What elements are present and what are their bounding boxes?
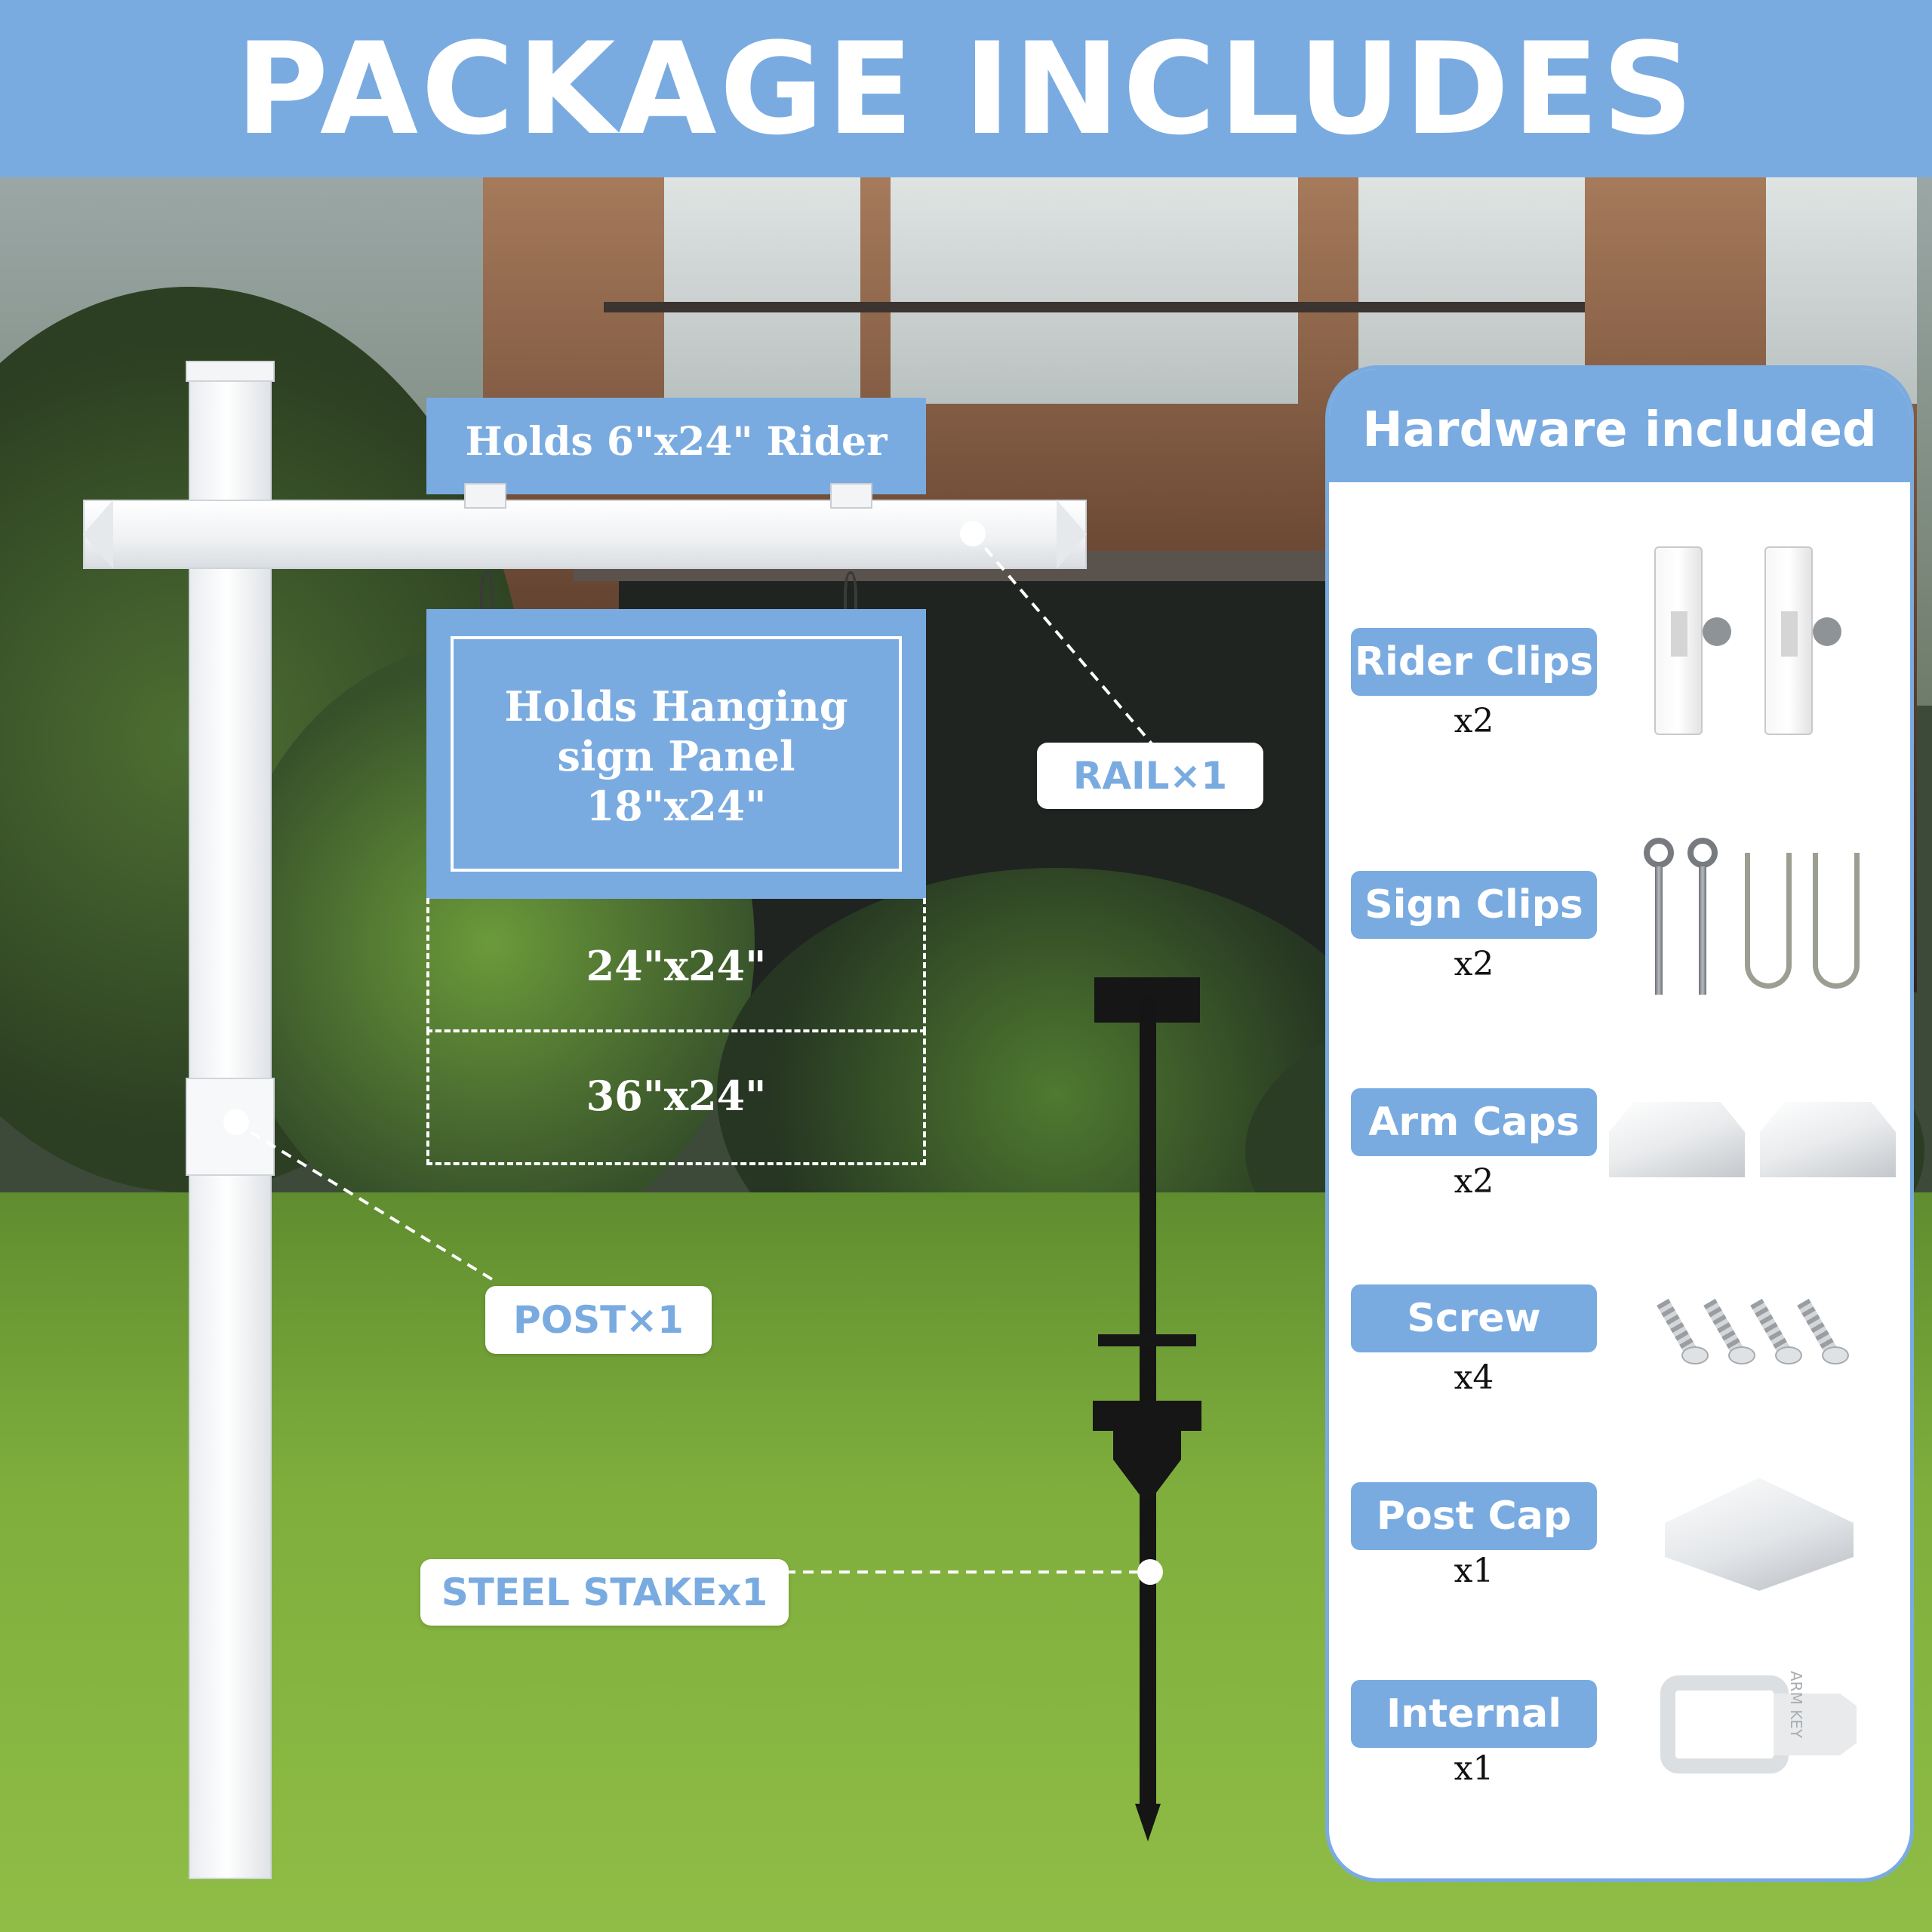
header-banner	[0, 0, 1932, 177]
page-title: PACKAGE INCLUDES	[235, 15, 1697, 163]
hardware-qty-sign-clips: x2	[1454, 945, 1494, 983]
hardware-qty-post-cap: x1	[1454, 1552, 1494, 1590]
key-engraving: ARM KEY	[1787, 1671, 1805, 1739]
hanging-sign-border	[451, 636, 902, 872]
hanging-sign-label: Holds Hanging sign Panel 18"x24"	[426, 681, 926, 831]
house-window	[891, 177, 1298, 404]
balcony-rail	[604, 302, 1585, 312]
hardware-label-rider-clips: Rider Clips	[1351, 628, 1597, 696]
hardware-label-arm-caps: Arm Caps	[1351, 1088, 1597, 1156]
rider-clip	[464, 483, 506, 509]
hanging-sign-panel: Holds Hanging sign Panel 18"x24"	[426, 609, 926, 899]
stake-callout-dot	[1137, 1559, 1163, 1585]
rider-sign: Holds 6"x24" Rider	[426, 398, 926, 494]
hanging-sign-line: 18"x24"	[586, 782, 767, 830]
rail-callout: RAIL×1	[1037, 743, 1263, 809]
size-label-24x24: 24"x24"	[586, 942, 767, 990]
post-callout: POST×1	[485, 1286, 712, 1354]
hardware-label-post-cap: Post Cap	[1351, 1482, 1597, 1550]
stake-mid-bar	[1098, 1334, 1196, 1346]
hanging-sign-line: Holds Hanging	[504, 682, 848, 731]
hanging-sign-line: sign Panel	[557, 732, 795, 780]
hardware-panel-title: Hardware included	[1362, 402, 1877, 458]
hardware-label-internal-key: Internal Key	[1351, 1680, 1597, 1804]
stake-wing	[1093, 1401, 1201, 1431]
rail-callout-dot	[960, 521, 986, 546]
size-label-36x24: 36"x24"	[586, 1072, 767, 1120]
size-outline-36x24	[426, 1029, 926, 1165]
stake-callout: STEEL STAKEx1	[420, 1559, 789, 1626]
rider-clip	[830, 483, 872, 509]
hardware-qty-internal-key: x1	[1454, 1749, 1494, 1788]
hardware-label-screw: Screw	[1351, 1284, 1597, 1352]
house-window	[664, 177, 860, 404]
hardware-qty-rider-clips: x2	[1454, 702, 1494, 740]
rider-sign-label: Holds 6"x24" Rider	[465, 419, 888, 465]
post-callout-dot	[223, 1109, 249, 1135]
hardware-qty-arm-caps: x2	[1454, 1162, 1494, 1201]
hardware-qty-screw: x4	[1454, 1358, 1494, 1397]
hardware-label-sign-clips: Sign Clips	[1351, 871, 1597, 939]
hardware-panel-header	[1329, 369, 1910, 482]
rail	[83, 500, 1087, 569]
post-top-cap	[186, 361, 275, 382]
